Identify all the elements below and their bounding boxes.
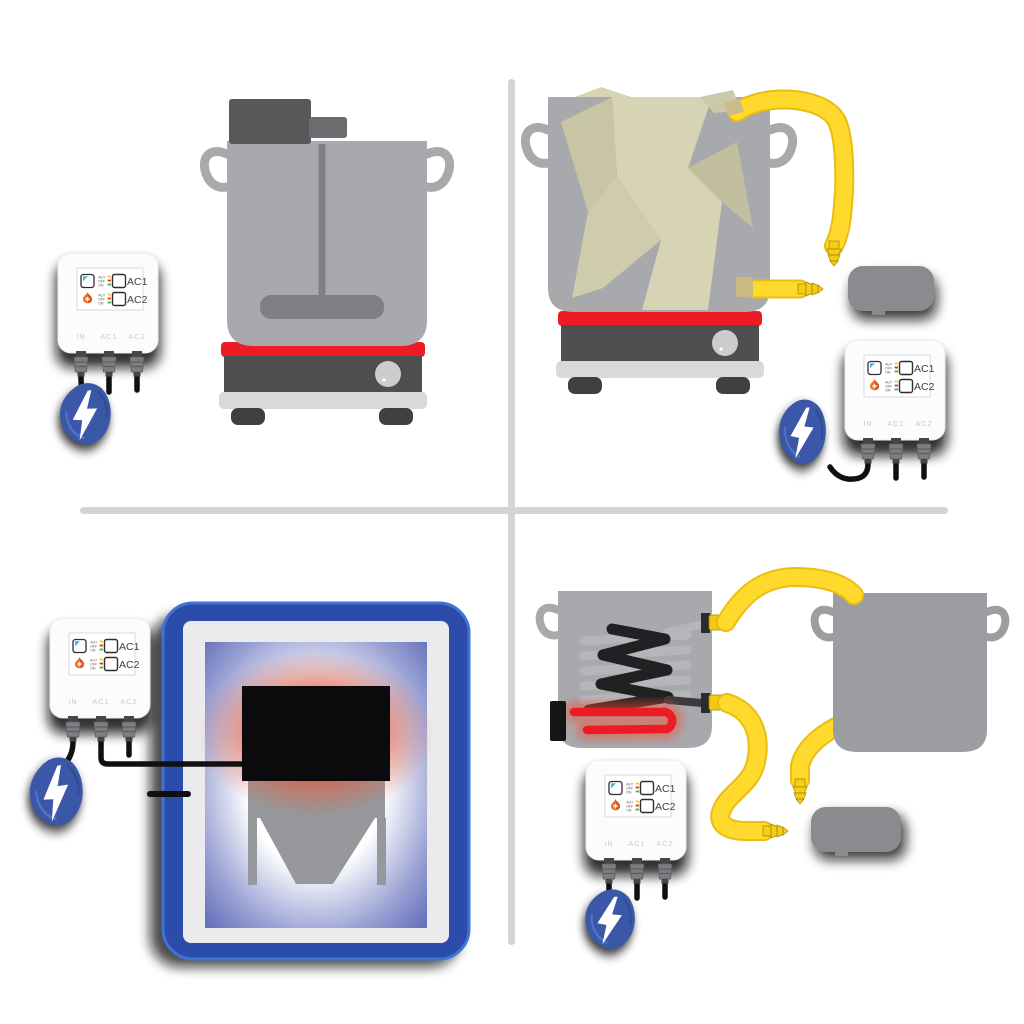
heater-cable (98, 739, 253, 767)
element-bracket (550, 701, 566, 741)
divider-horizontal (80, 507, 948, 514)
heater (242, 686, 390, 781)
kettle-handle (199, 147, 232, 192)
kettle-handle (983, 605, 1010, 642)
kettle (227, 141, 427, 346)
hose-coil-in (710, 693, 774, 841)
kettle-handle (765, 123, 798, 168)
hose-return (790, 717, 846, 790)
herms-coil (579, 620, 708, 716)
quadrant-biab-kettle-pump (520, 87, 947, 482)
hose-recirculation (727, 89, 855, 256)
bag-hose-clip (724, 99, 744, 116)
pump (848, 266, 934, 315)
kettle-handle (535, 603, 562, 640)
kettle-handle (520, 123, 553, 168)
stir-motor-arm (309, 117, 347, 138)
cables (827, 461, 927, 482)
quadrant-stirred-kettle (55, 99, 455, 454)
mash-tun (833, 593, 987, 752)
heating-element (550, 701, 684, 741)
stir-motor (229, 99, 311, 144)
kettle-port-fitting (736, 277, 753, 297)
hose-coil-out (716, 566, 864, 632)
stir-shaft (318, 144, 326, 299)
kettle-handle (422, 147, 455, 192)
quadrant-fermentation-chamber (23, 601, 471, 967)
kettle-handle (810, 605, 837, 642)
quadrant-herms-system (535, 566, 1010, 956)
pump (811, 807, 901, 856)
grain-bag (561, 87, 753, 310)
